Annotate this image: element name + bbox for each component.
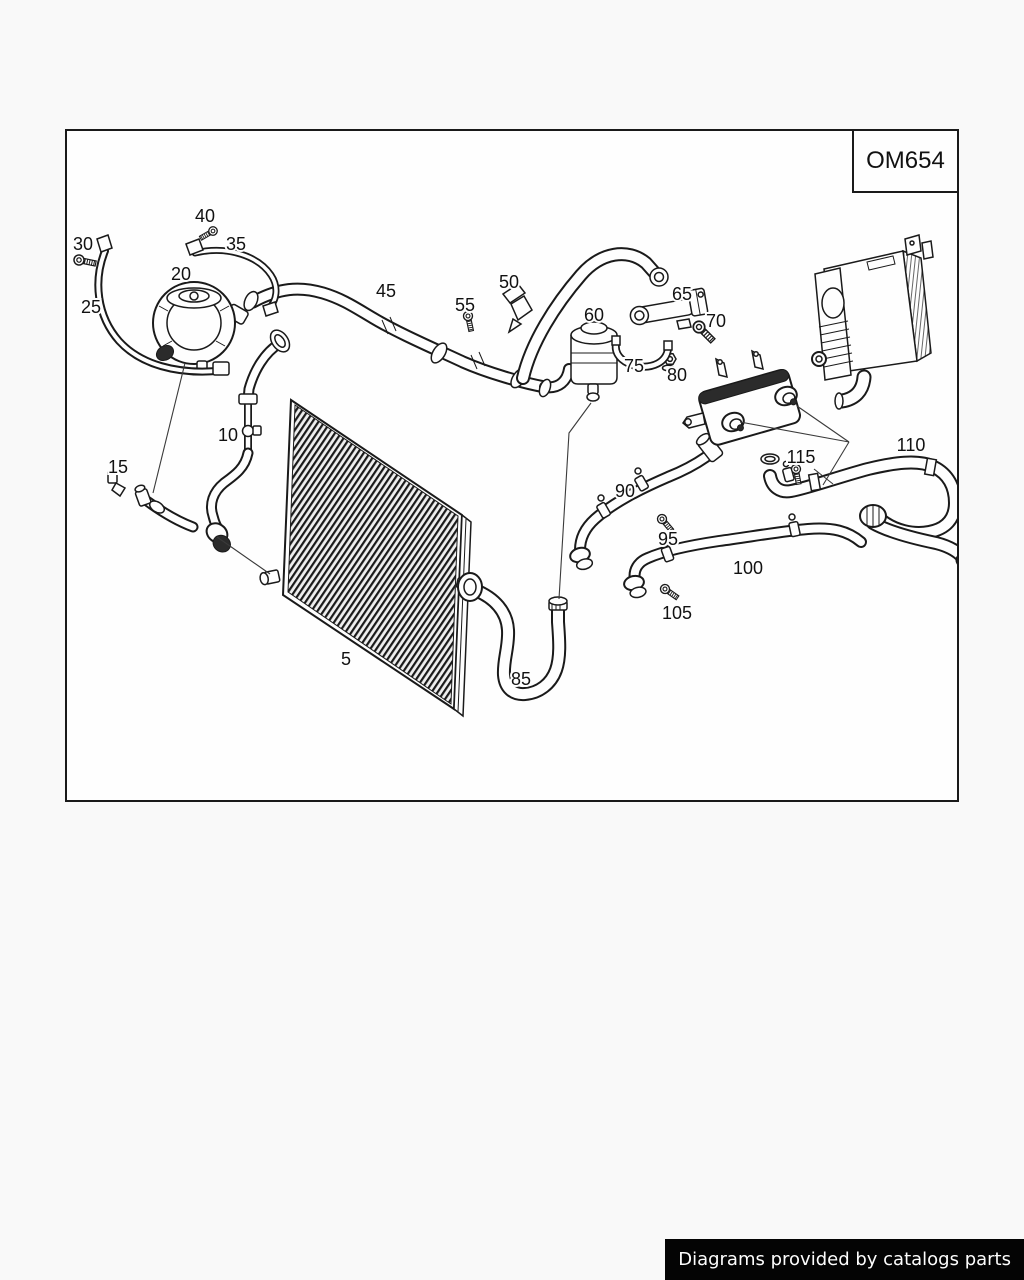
bolt-30 bbox=[72, 253, 98, 270]
callout-65: 65 bbox=[672, 284, 692, 304]
oil-cooler-port bbox=[774, 385, 798, 407]
lower-radiator-hose-85 bbox=[457, 572, 568, 694]
clamp-75 bbox=[611, 335, 673, 371]
leader-line bbox=[813, 468, 834, 485]
pipe-10-assembly bbox=[205, 329, 291, 553]
callout-35: 35 bbox=[226, 234, 246, 254]
leader-lines bbox=[152, 362, 850, 600]
screw-105 bbox=[658, 582, 681, 603]
parts-illustration: 5 10 15 20 25 30 35 40 45 50 55 60 65 70 75 80 85 90 95 100… bbox=[71, 204, 957, 718]
leader-line bbox=[216, 536, 271, 575]
coolant-pipe-100 bbox=[623, 513, 861, 599]
screw-40 bbox=[197, 224, 220, 243]
leader-line bbox=[558, 402, 592, 600]
leader-line bbox=[739, 421, 850, 443]
footer-credit-text: Diagrams provided by catalogs parts bbox=[678, 1249, 1011, 1270]
callout-30: 30 bbox=[73, 234, 93, 254]
callout-20: 20 bbox=[171, 264, 191, 284]
bleed-valve-10 bbox=[241, 424, 255, 438]
coolant-hose-110 bbox=[760, 453, 957, 571]
callout-80: 80 bbox=[667, 365, 687, 385]
callout-45: 45 bbox=[376, 281, 396, 301]
leader-line bbox=[152, 362, 186, 494]
callout-100: 100 bbox=[733, 558, 763, 578]
upper-arc-hose bbox=[523, 254, 669, 378]
callout-25: 25 bbox=[81, 297, 101, 317]
callout-15: 15 bbox=[108, 457, 128, 477]
auxiliary-coolant-pump bbox=[152, 281, 249, 374]
callout-105: 105 bbox=[662, 603, 692, 623]
leader-line bbox=[822, 441, 850, 486]
callout-90: 90 bbox=[615, 481, 635, 501]
vent-valve-60 bbox=[570, 321, 618, 402]
callout-85: 85 bbox=[511, 669, 531, 689]
engine-code: OM654 bbox=[866, 147, 945, 174]
charge-air-cooler bbox=[811, 234, 934, 410]
callout-40: 40 bbox=[195, 206, 215, 226]
callout-10: 10 bbox=[218, 425, 238, 445]
radiator bbox=[259, 398, 477, 718]
callout-115: 115 bbox=[787, 447, 816, 467]
callout-50: 50 bbox=[499, 272, 519, 292]
hose-to-vent-valve bbox=[538, 369, 569, 398]
callout-60: 60 bbox=[584, 305, 604, 325]
callout-70: 70 bbox=[706, 311, 726, 331]
diagram-frame: 5 10 15 20 25 30 35 40 45 50 55 60 65 70 75 80 85 90 95 100… bbox=[65, 129, 959, 802]
oil-cooler bbox=[682, 349, 802, 446]
retaining-strap-35 bbox=[185, 238, 280, 317]
engine-code-box: OM654 bbox=[852, 131, 957, 193]
leader-line bbox=[796, 405, 850, 443]
callout-95: 95 bbox=[658, 529, 678, 549]
footer-credit-bar: Diagrams provided by catalogs parts bbox=[665, 1239, 1024, 1280]
clip-15 bbox=[107, 470, 127, 498]
sensor-50 bbox=[501, 282, 533, 334]
elbow-fitting-hose bbox=[134, 484, 193, 527]
radiator-port-left bbox=[259, 569, 281, 586]
callout-110: 110 bbox=[897, 435, 926, 455]
callout-5: 5 bbox=[341, 649, 351, 669]
pump-bracket-25 bbox=[94, 234, 230, 376]
pipe-bracket-65 bbox=[629, 287, 709, 330]
callout-55: 55 bbox=[455, 295, 475, 315]
callout-layer: 5 10 15 20 25 30 35 40 45 50 55 60 65 70 75 80 85 90 95 100… bbox=[71, 204, 927, 691]
callout-75: 75 bbox=[624, 356, 644, 376]
